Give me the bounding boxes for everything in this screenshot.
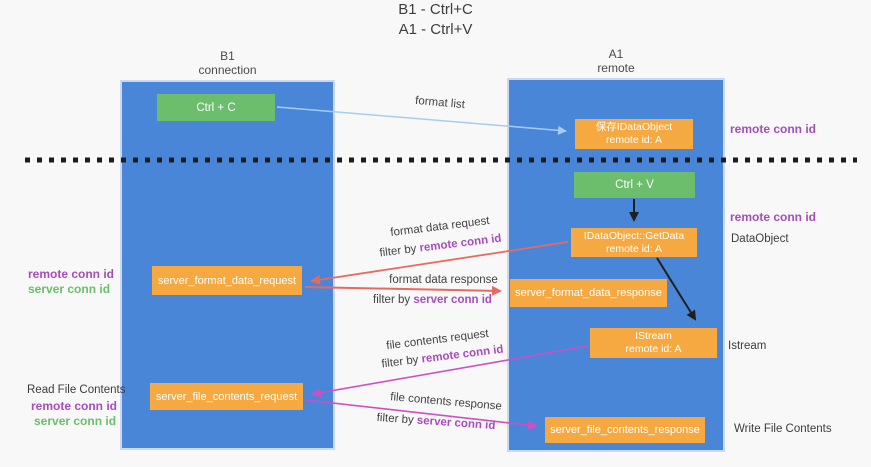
idataobject-getdata-box: IDataObject::GetData remote id: A [571,228,697,257]
write-file-contents-label: Write File Contents [734,423,832,435]
istream-box: IStream remote id: A [590,328,717,358]
filter-by-text: filter by [380,354,420,371]
save-idataobject-line2: remote id: A [605,134,663,146]
left-remote-conn-id-label-2: remote conn id [31,399,118,413]
remote-conn-id-text: remote conn id [420,343,505,366]
filter-by-server-conn-id-label-1: filter by server conn id [370,294,495,306]
title-line-2: A1 - Ctrl+V [398,21,473,38]
title-line-1: B1 - Ctrl+C [398,1,473,18]
left-remote-conn-id-label-1: remote conn id [28,267,115,281]
getdata-line1: IDataObject::GetData [583,229,685,242]
istream-line1: IStream [635,330,672,342]
file-contents-response-label: file contents response [389,391,503,413]
lane-b1-name: B1 [220,49,235,63]
ctrl-v-box: Ctrl + V [574,172,695,198]
right-remote-conn-id-label-1: remote conn id [730,122,817,136]
format-list-label: format list [414,94,466,112]
istream-side-label: Istream [728,340,767,352]
server-file-contents-request-label: server_file_contents_request [155,390,298,403]
filter-by-text: filter by [373,294,411,306]
lane-a1-name: A1 [608,47,624,61]
server-format-data-response-label: server_format_data_response [515,287,662,299]
dataobject-label: DataObject [731,233,789,245]
diagram-title: B1 - Ctrl+C A1 - Ctrl+V [0,0,871,40]
format-data-response-label: format data response [389,274,498,286]
server-conn-id-text: server conn id [413,294,492,306]
server-format-data-response-box: server_format_data_response [510,279,667,307]
server-format-data-request-box: server_format_data_request [152,266,302,295]
ctrl-v-label: Ctrl + V [615,179,654,191]
left-server-conn-id-label-1: server conn id [28,282,111,296]
lane-a1-subtitle: remote [597,61,635,75]
ctrl-c-box: Ctrl + C [157,94,275,121]
server-conn-id-text: server conn id [416,414,496,433]
istream-line2: remote id: A [625,343,682,355]
server-file-contents-request-box: server_file_contents_request [150,383,303,410]
save-idataobject-line1: 保存IDataObject [595,121,673,133]
lane-header-a1: A1 remote [507,47,725,75]
filter-by-text: filter by [378,243,418,260]
ctrl-c-label: Ctrl + C [196,101,236,114]
filter-by-text: filter by [376,411,415,427]
read-file-contents-label: Read File Contents [27,384,126,396]
filter-by-server-conn-id-label-2: filter by server conn id [372,412,501,433]
getdata-line2: remote id: A [605,242,663,255]
right-remote-conn-id-label-2: remote conn id [730,210,817,224]
lane-b1-subtitle: connection [198,63,257,77]
server-file-contents-response-label: server_file_contents_response [550,424,700,436]
lane-header-b1: B1 connection [120,49,335,77]
save-idataobject-box: 保存IDataObject remote id: A [575,119,693,149]
server-format-data-request-label: server_format_data_request [157,274,297,287]
server-file-contents-response-box: server_file_contents_response [545,417,705,443]
left-server-conn-id-label-2: server conn id [34,414,117,428]
remote-conn-id-text: remote conn id [418,232,503,255]
